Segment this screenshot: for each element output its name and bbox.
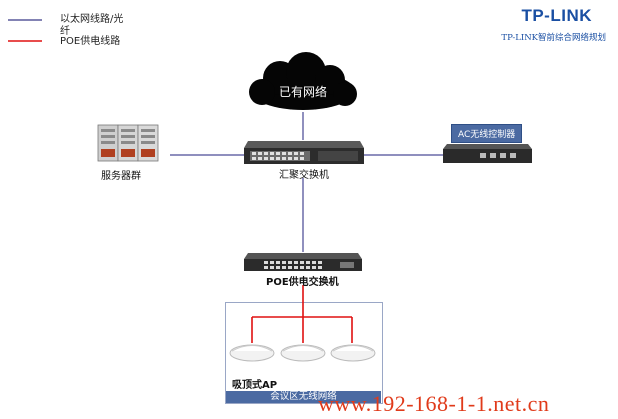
ceiling-ap-icon <box>229 344 275 362</box>
meeting-room-caption: 会议区无线网络 <box>226 391 381 403</box>
core-switch-icon <box>244 141 364 164</box>
server-cluster-icon <box>97 124 159 162</box>
poe-switch-icon <box>244 253 362 271</box>
ap-label: 吸顶式AP <box>232 380 278 391</box>
tp-link-logo: TP-LINK <box>521 6 592 25</box>
legend-ethernet-label: 以太网线路/光纤 <box>60 14 124 37</box>
poe-switch-label: POE供电交换机 <box>266 277 339 288</box>
diagram-subtitle: TP-LINK智前综合网络规划 <box>501 33 606 43</box>
internet-cloud <box>249 52 357 110</box>
ac-controller-label: AC无线控制器 <box>451 124 523 143</box>
core-switch-label: 汇聚交换机 <box>279 170 329 181</box>
servers-label: 服务器群 <box>101 171 141 182</box>
site-watermark: www.192-168-1-1.net.cn <box>318 391 550 416</box>
ceiling-ap-icon <box>330 344 376 362</box>
internet-label: 已有网络 <box>278 85 327 99</box>
legend-poe-label: POE供电线路 <box>60 36 121 47</box>
ceiling-ap-icon <box>280 344 326 362</box>
ac-controller-icon <box>443 144 532 163</box>
